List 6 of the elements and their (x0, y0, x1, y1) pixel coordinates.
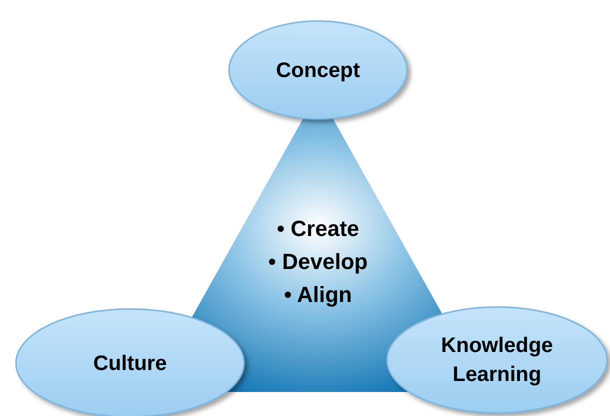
bullet-item: • Develop (268, 248, 368, 276)
bullet-item: • Create (276, 215, 360, 243)
bullet-item: • Align (284, 281, 352, 309)
node-label: Concept (275, 58, 361, 84)
node-label: Culture (92, 350, 168, 376)
node-label: Knowledge Learning (440, 333, 554, 388)
